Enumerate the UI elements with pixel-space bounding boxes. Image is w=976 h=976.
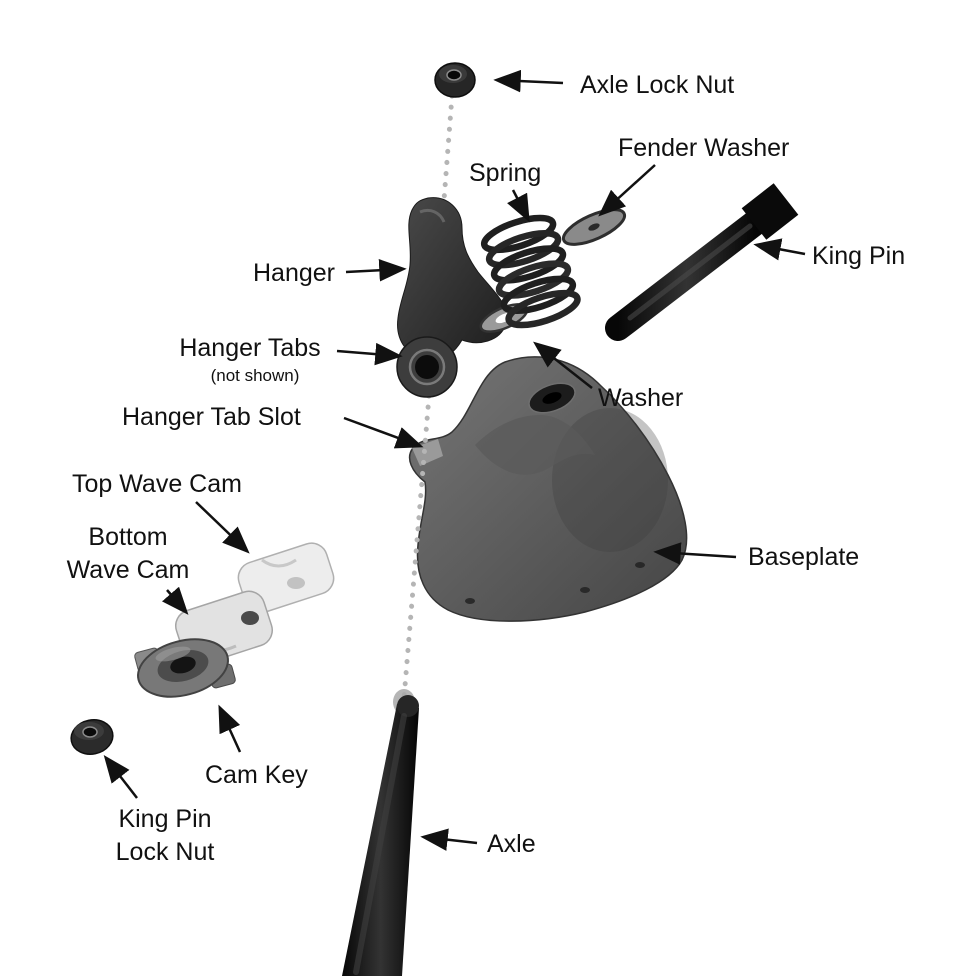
axle-label: Axle <box>487 830 536 858</box>
axle-lock-nut-arrow <box>493 69 564 93</box>
bottom-wave-cam-label-line2: Wave Cam <box>67 556 190 584</box>
top-wave-cam-label: Top Wave Cam <box>72 470 242 498</box>
fender-washer-part <box>561 208 627 246</box>
spring-arrow <box>507 189 530 223</box>
spring-label: Spring <box>469 159 541 187</box>
axis-dotted-line-upper <box>441 93 455 203</box>
fender-washer-arrow <box>598 164 656 217</box>
hanger-tabs-note: (not shown) <box>211 366 300 385</box>
cam-key-label: Cam Key <box>205 761 308 789</box>
hanger-tab-slot-label: Hanger Tab Slot <box>122 403 301 431</box>
hanger-tabs-arrow <box>336 342 403 366</box>
hanger-tabs-label: Hanger Tabs <box>179 334 320 362</box>
cam-key-part <box>134 638 236 698</box>
axle-lock-nut-part <box>434 62 476 98</box>
washer-label: Washer <box>598 384 683 412</box>
king-pin-lock-nut-part <box>70 719 114 755</box>
hanger-label: Hanger <box>253 259 335 287</box>
hanger-arrow <box>345 259 407 282</box>
fender-washer-label: Fender Washer <box>618 134 789 162</box>
washer-arrow <box>533 341 593 389</box>
axle-lock-nut-label: Axle Lock Nut <box>580 71 734 99</box>
hanger-tab-slot-arrow <box>343 416 424 449</box>
king-pin-lock-nut-arrow <box>103 755 138 799</box>
king-pin-arrow <box>753 238 806 261</box>
top-wave-cam-arrow <box>195 501 250 554</box>
baseplate-label: Baseplate <box>748 543 859 571</box>
hanger-part <box>396 197 508 398</box>
king-pin-lock-nut-label-line2: Lock Nut <box>116 838 215 866</box>
top-wave-cam-part <box>237 542 335 614</box>
axle-arrow <box>420 828 478 851</box>
axle-part <box>342 689 419 976</box>
cam-key-arrow <box>218 704 242 753</box>
spring-part <box>480 214 581 329</box>
baseplate-part <box>408 356 688 622</box>
king-pin-label: King Pin <box>812 242 905 270</box>
bottom-wave-cam-label-line1: Bottom <box>88 523 167 551</box>
king-pin-lock-nut-label-line1: King Pin <box>118 805 211 833</box>
bottom-wave-cam-arrow <box>161 586 189 615</box>
baseplate-arrow <box>653 542 737 565</box>
king-pin-part <box>605 183 799 341</box>
